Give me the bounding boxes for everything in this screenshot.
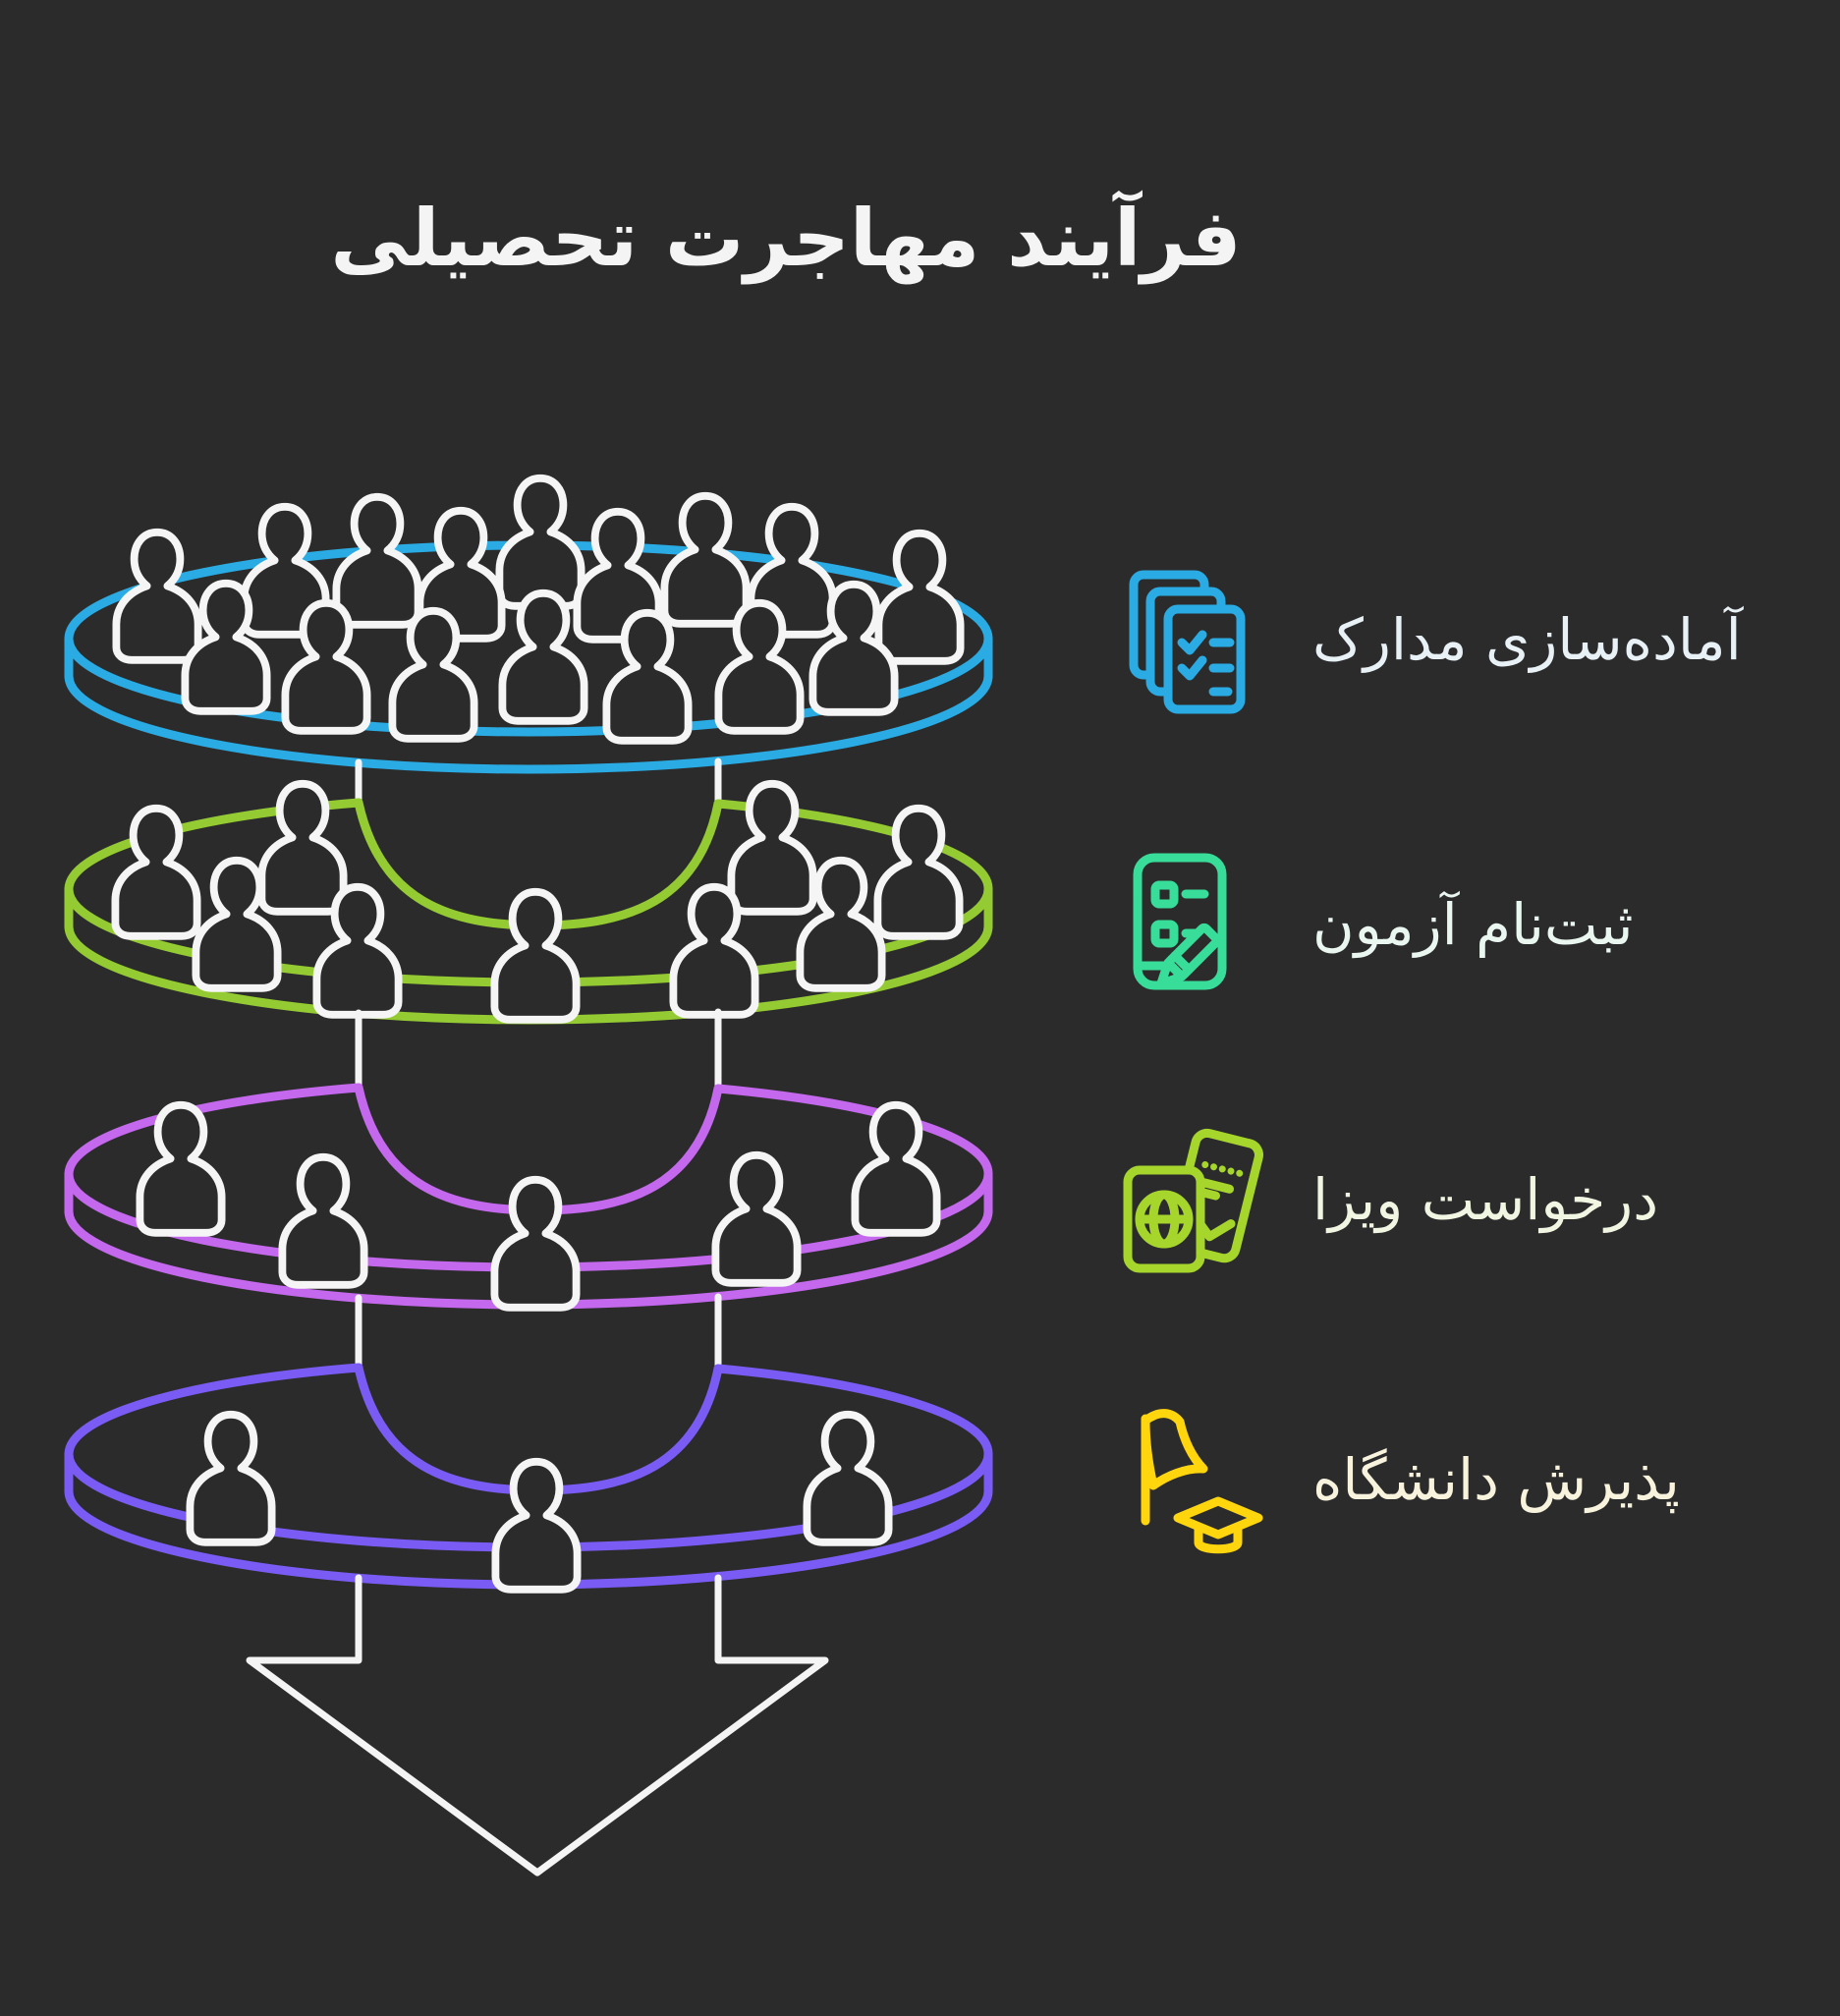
- person-icon: [499, 478, 581, 606]
- person-icon: [502, 593, 584, 721]
- person-icon: [878, 533, 960, 661]
- page-title: فرآیند مهاجرت تحصیلی: [330, 193, 1242, 284]
- tier-back-rim-left: [64, 1083, 363, 1179]
- person-icon: [664, 496, 746, 624]
- person-icon: [336, 497, 418, 625]
- person-icon: [494, 1180, 576, 1308]
- down-arrow: [246, 1574, 829, 1876]
- person-icon: [715, 1155, 797, 1283]
- tier-back-rim-left: [64, 1363, 363, 1459]
- person-icon: [282, 1157, 363, 1285]
- funnel-root: [64, 478, 993, 1876]
- tier-bottom-rim: [64, 671, 993, 774]
- tier-back-rim-right: [713, 1364, 993, 1459]
- person-icon: [494, 892, 576, 1020]
- person-icon: [116, 532, 197, 660]
- funnel-tier-visa: [64, 1083, 993, 1308]
- person-icon: [495, 1462, 577, 1590]
- funnel-tier-documents: [64, 478, 993, 774]
- funnel-tier-admission: [64, 1363, 993, 1590]
- person-icon: [190, 1415, 271, 1542]
- funnel-tier-exam: [64, 784, 993, 1025]
- person-icon: [807, 1415, 888, 1542]
